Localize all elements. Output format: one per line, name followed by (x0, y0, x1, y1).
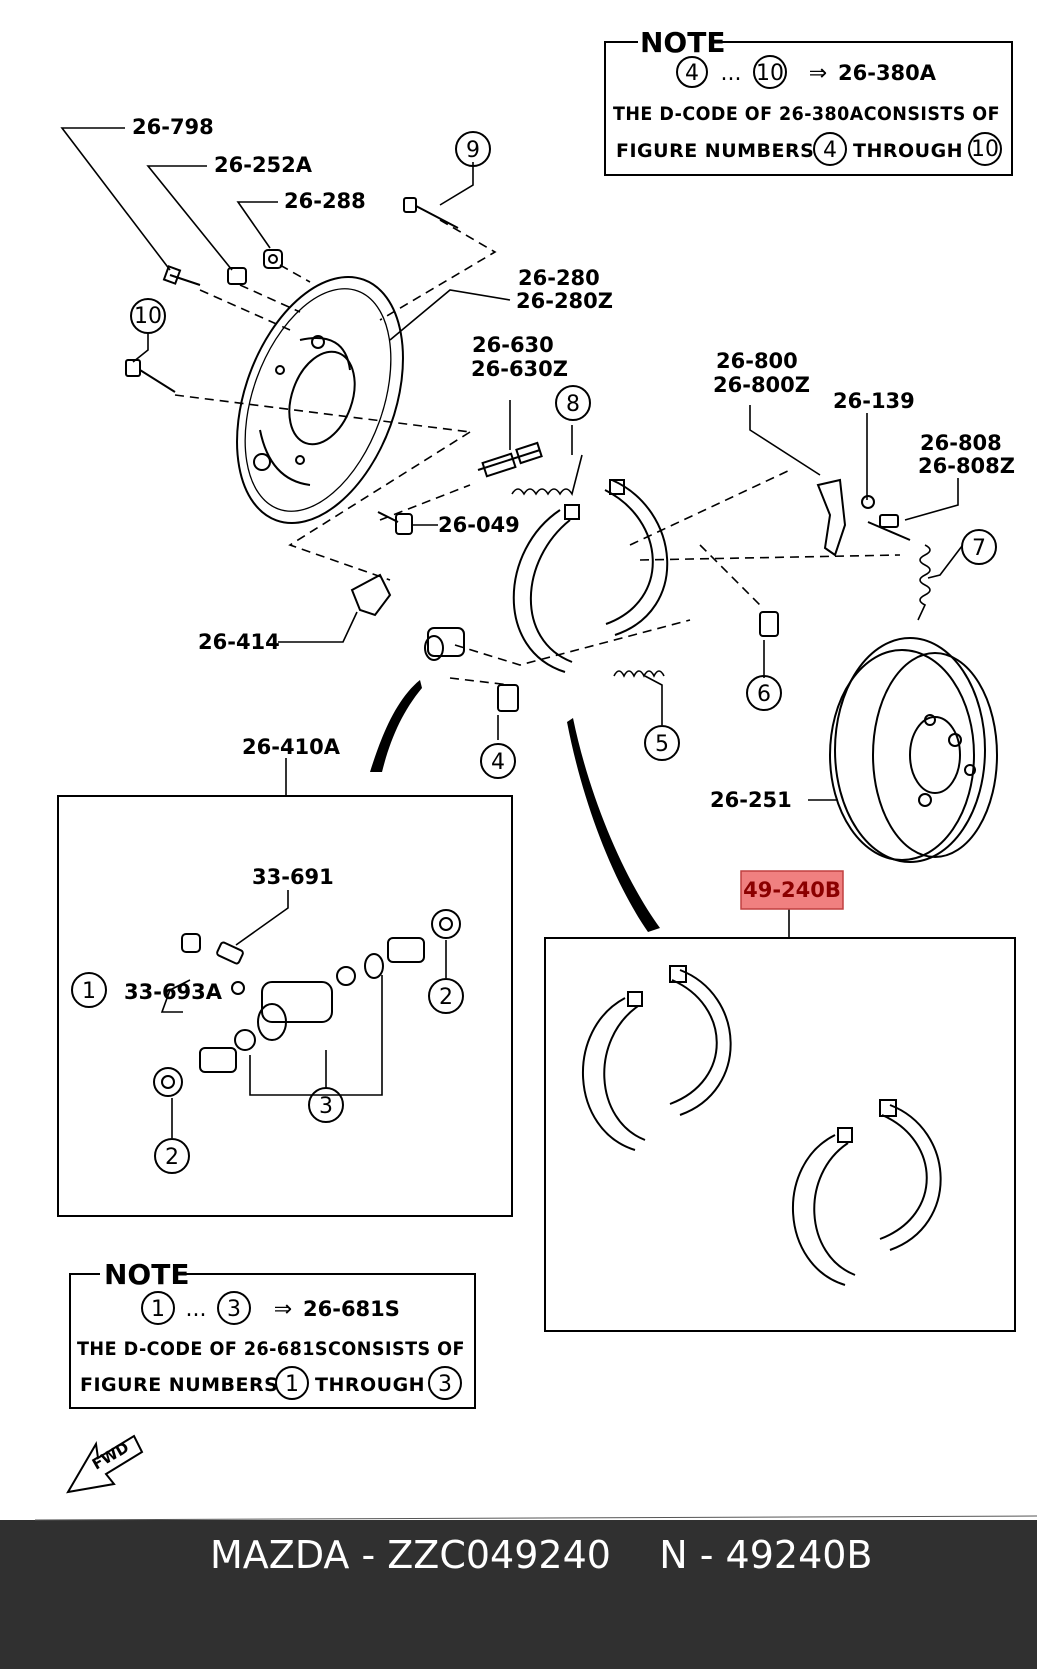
plate-4 (497, 684, 519, 712)
brake-drum-26-251 (829, 637, 998, 863)
note-top-arrow: ⇒ (809, 61, 827, 86)
label-26-410A: 26-410A (242, 735, 341, 759)
lever-26-800 (816, 478, 847, 557)
note-bottom-range-sep: ... (186, 1297, 207, 1322)
callout-8: 8 (566, 392, 580, 417)
bolt-9 (403, 197, 459, 229)
clip-26-414 (350, 573, 392, 617)
shoe-set-upper (582, 965, 732, 1151)
label-26-630Z: 26-630Z (471, 357, 568, 381)
strut-26-808 (867, 514, 911, 541)
spring-8 (511, 454, 583, 497)
note-top-line3-to: 10 (971, 137, 999, 162)
note-bottom-line2: THE D-CODE OF 26-681SCONSISTS OF (77, 1338, 465, 1360)
note-box-top: NOTE 4 ... 10 ⇒ 26-380A THE D-CODE OF 26… (604, 26, 1013, 176)
note-bottom-line3-mid: THROUGH (315, 1374, 425, 1396)
label-26-798: 26-798 (132, 115, 214, 139)
leader-lines (60, 127, 963, 938)
label-26-280Z: 26-280Z (516, 289, 613, 313)
spring-5 (613, 670, 665, 678)
callout-3: 3 (319, 1094, 333, 1119)
shoe-set-lower (792, 1099, 942, 1286)
label-26-139: 26-139 (833, 389, 915, 413)
callout-2-right: 2 (439, 985, 453, 1010)
bolt-26-049 (377, 511, 413, 535)
label-26-252A: 26-252A (214, 153, 313, 177)
footer-text: MAZDA - ZZC049240 N - 49240B (210, 1533, 873, 1577)
note-top-line3-pre: FIGURE NUMBERS (616, 140, 814, 162)
brake-shoe-set-box: 49-240B (544, 870, 1016, 1332)
fwd-arrow-icon: FWD (66, 1434, 144, 1494)
note-bottom-title: NOTE (104, 1258, 189, 1291)
label-26-800Z: 26-800Z (713, 373, 810, 397)
wheel-cylinder-detail-box: 33-691 33-693A 1 2 3 2 (57, 795, 513, 1217)
callout-6: 6 (757, 682, 771, 707)
assembly-dashes (174, 219, 901, 686)
pointer-arrow-left (370, 680, 422, 772)
note-top-line3-mid: THROUGH (853, 140, 963, 162)
nut-26-252A (227, 267, 247, 285)
label-26-288: 26-288 (284, 189, 366, 213)
note-bottom-arrow: ⇒ (274, 1297, 292, 1322)
label-26-280: 26-280 (518, 266, 600, 290)
callout-2-left: 2 (165, 1145, 179, 1170)
plug-26-288 (263, 249, 283, 269)
callout-10: 10 (134, 304, 162, 329)
callout-1: 1 (82, 979, 96, 1004)
callouts-upper: 9 10 8 7 6 5 4 (130, 131, 997, 779)
note-top-range-end: 10 (756, 61, 784, 86)
pointer-arrow-right (567, 718, 660, 932)
callout-9: 9 (466, 138, 480, 163)
plate-6 (759, 611, 779, 637)
note-top-line2: THE D-CODE OF 26-380ACONSISTS OF (613, 103, 1000, 125)
part-labels: 26-798 26-252A 26-288 26-280 26-280Z 26-… (132, 115, 1015, 812)
clip-26-139 (861, 495, 875, 509)
label-33-691: 33-691 (252, 865, 334, 889)
callout-5: 5 (655, 732, 669, 757)
note-bottom-range-start: 1 (151, 1297, 165, 1322)
highlight-49-240B (740, 870, 844, 910)
note-box-bottom: NOTE 1 ... 3 ⇒ 26-681S THE D-CODE OF 26-… (69, 1258, 476, 1409)
note-top-code: 26-380A (838, 61, 937, 85)
bolt-10 (125, 359, 176, 393)
label-49-240B: 49-240B (743, 878, 841, 902)
label-26-808: 26-808 (920, 431, 1002, 455)
note-top-line3-from: 4 (823, 138, 837, 163)
note-top-range-sep: ... (721, 61, 742, 86)
adjuster-26-630 (477, 441, 543, 478)
wheel-cylinder-small (424, 627, 465, 661)
label-26-800: 26-800 (716, 349, 798, 373)
callout-4: 4 (491, 750, 505, 775)
footer-bar: MAZDA - ZZC049240 N - 49240B (0, 1515, 1037, 1669)
callout-7: 7 (972, 536, 986, 561)
note-bottom-line3-to: 3 (438, 1372, 452, 1397)
label-26-630: 26-630 (472, 333, 554, 357)
note-bottom-line3-pre: FIGURE NUMBERS (80, 1374, 278, 1396)
bolt-26-798 (162, 265, 201, 286)
label-26-414: 26-414 (198, 630, 280, 654)
note-bottom-range-end: 3 (227, 1297, 241, 1322)
label-26-808Z: 26-808Z (918, 454, 1015, 478)
label-26-251: 26-251 (710, 788, 792, 812)
label-26-049: 26-049 (438, 513, 520, 537)
note-top-title: NOTE (640, 26, 725, 59)
note-top-range-start: 4 (685, 61, 699, 86)
note-bottom-line3-from: 1 (285, 1372, 299, 1397)
spring-7 (917, 544, 931, 621)
note-bottom-code: 26-681S (303, 1297, 400, 1321)
brake-shoe-front (512, 504, 580, 673)
backing-plate (236, 276, 404, 524)
label-33-693A: 33-693A (124, 980, 223, 1004)
brake-shoe-rear (604, 479, 669, 636)
